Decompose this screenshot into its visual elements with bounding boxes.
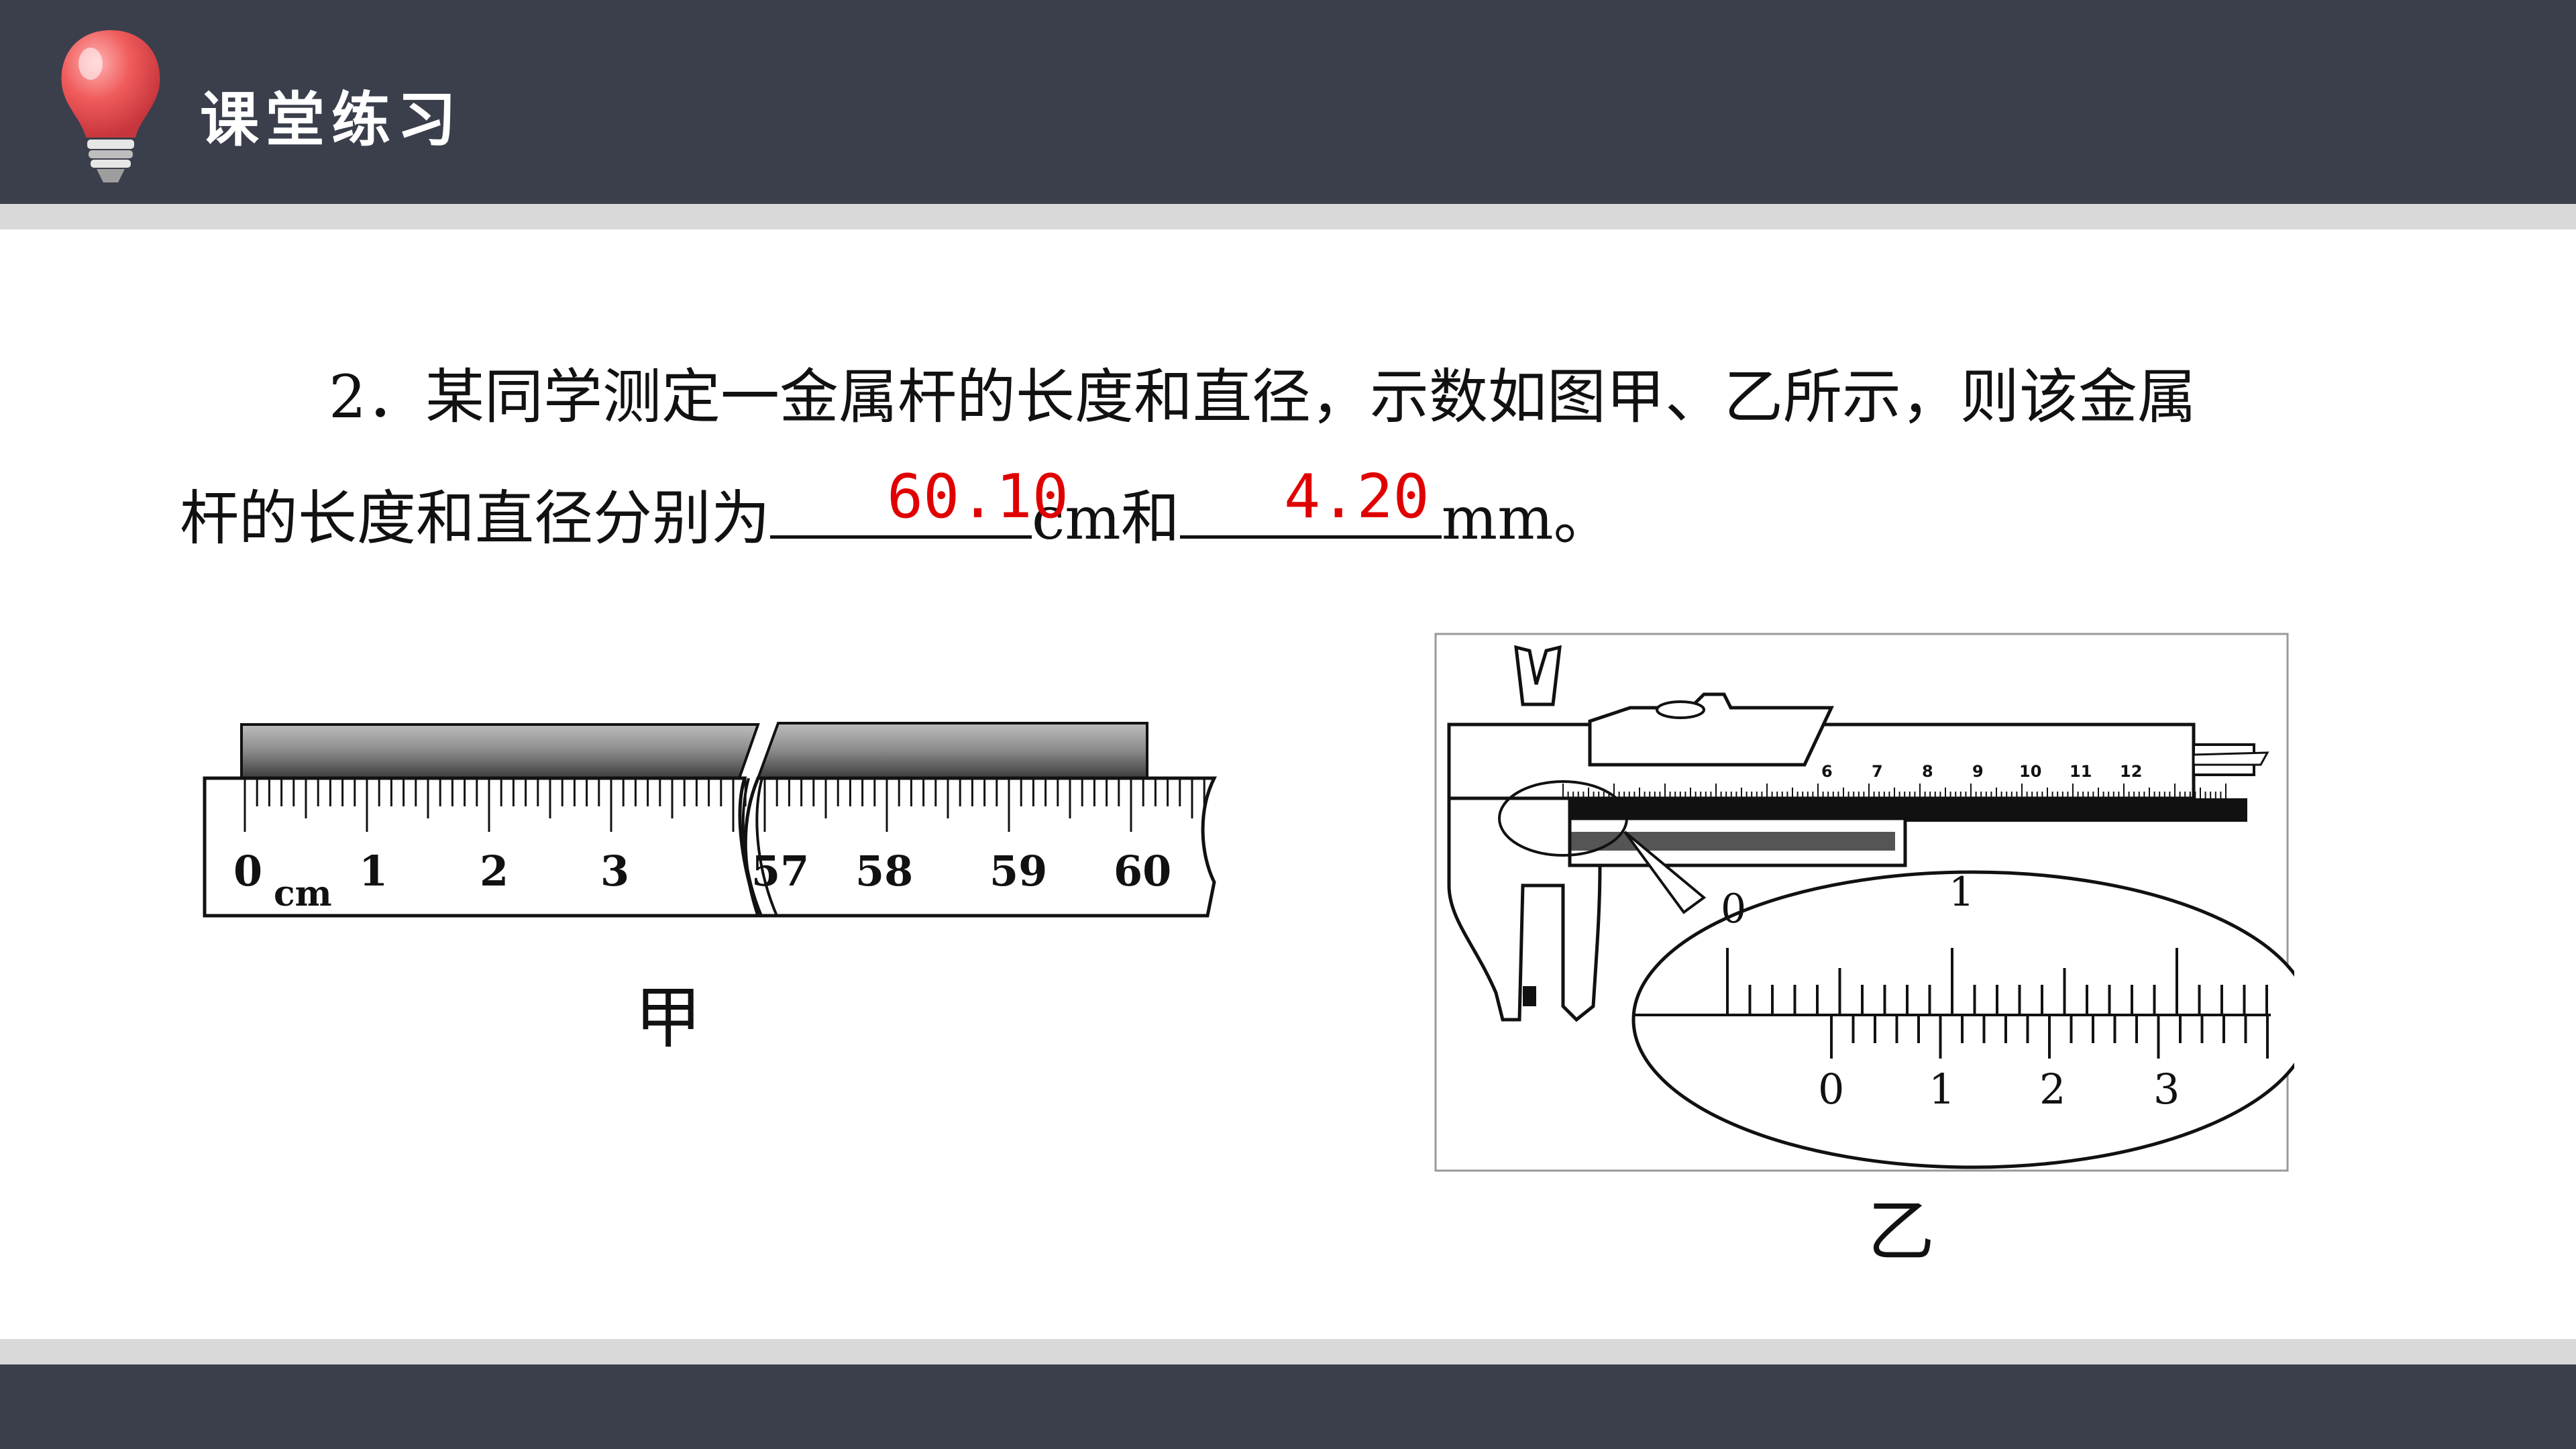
zoom-scale-ticks (1726, 948, 2269, 1059)
header-bar (0, 0, 2576, 204)
caliper-main-beam (1447, 722, 2196, 800)
diameter-unit: mm。 (1441, 484, 1613, 553)
main-scale-label-11: 11 (2070, 762, 2092, 781)
zoom-main-label-0: 0 (1721, 885, 1746, 932)
caption-jia: 甲 (635, 979, 702, 1057)
ruler-label-57: 57 (751, 847, 809, 896)
zoom-vernier-label-2: 2 (2039, 1065, 2065, 1114)
caption-yi: 乙 (1868, 1192, 1935, 1271)
ruler-label-1: 1 (359, 847, 388, 896)
main-scale-label-12: 12 (2120, 762, 2142, 781)
zoom-vernier-label-0: 0 (1818, 1065, 1844, 1114)
figure-ruler: 0 1 2 3 57 58 59 60 cm (203, 722, 1218, 918)
main-scale-label-9: 9 (1972, 762, 1984, 781)
ruler-unit: cm (274, 873, 332, 914)
ruler-body-right (743, 776, 1218, 918)
ruler-ticks-right (763, 778, 1205, 832)
zoom-vernier-label-3: 3 (2153, 1065, 2180, 1114)
diameter-blank (1179, 488, 1442, 539)
zoom-ellipse (1631, 870, 2294, 1169)
main-scale-label-6: 6 (1821, 762, 1833, 781)
zoom-main-label-1: 1 (1949, 869, 1974, 916)
zoom-source-circle (1498, 780, 1628, 857)
metal-rod-right (756, 722, 1148, 780)
ruler-label-59: 59 (989, 847, 1047, 896)
metal-rod (240, 723, 760, 780)
zoom-vernier-label-1: 1 (1929, 1065, 1955, 1114)
ruler-label-2: 2 (480, 847, 508, 896)
main-scale-label-8: 8 (1922, 762, 1933, 781)
footer-stripe (0, 1339, 2576, 1364)
answer-diameter: 4.20 (1284, 462, 1430, 532)
ruler-label-0: 0 (233, 847, 262, 896)
section-title: 课堂练习 (200, 85, 464, 154)
length-unit: cm和 (1032, 484, 1180, 553)
question-line-1: 2．某同学测定一金属杆的长度和直径，示数如图甲、乙所示，则该金属 (329, 362, 2196, 431)
caliper-upper-jaws (1514, 645, 1562, 706)
figure-caliper: 0 1 0 1 2 3 6 7 8 9 10 11 12 (1434, 633, 2294, 1172)
caliper-lower-jaws (1447, 796, 1602, 1022)
ruler-ticks-left (244, 778, 747, 832)
ruler-label-60: 60 (1114, 847, 1171, 896)
ruler-label-58: 58 (855, 847, 913, 896)
main-scale-label-7: 7 (1872, 762, 1883, 781)
header-stripe (0, 204, 2576, 229)
main-scale-label-10: 10 (2019, 762, 2041, 781)
lightbulb-icon (61, 30, 160, 182)
footer-bar (0, 1364, 2576, 1449)
main-scale-ticks (1562, 784, 2226, 798)
question-prefix: 杆的长度和直径分别为 (180, 484, 771, 553)
ruler-label-3: 3 (600, 847, 629, 896)
answer-length: 60.10 (887, 462, 1069, 532)
length-blank (770, 488, 1032, 539)
